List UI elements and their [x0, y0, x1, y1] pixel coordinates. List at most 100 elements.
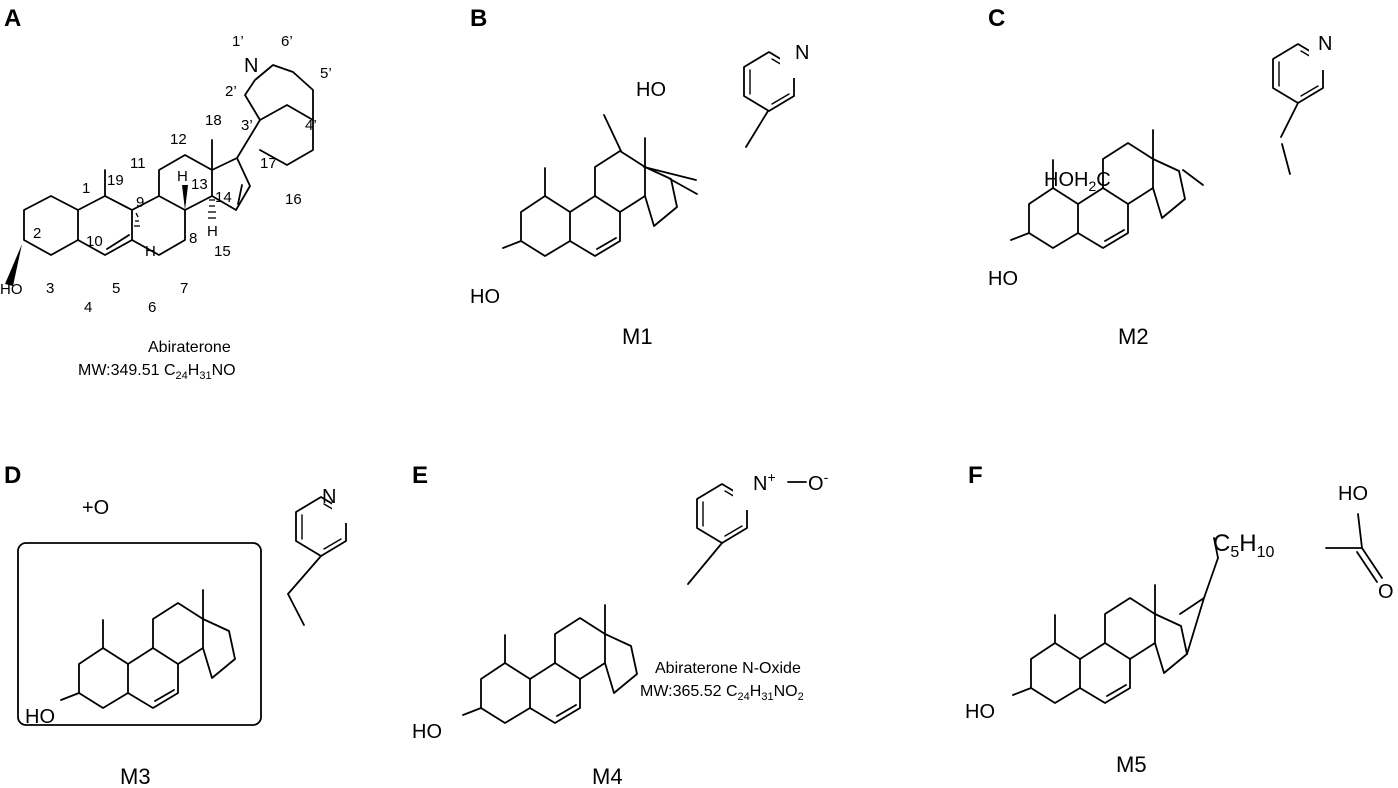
- ring-number: 2: [33, 225, 41, 242]
- panel-a: A N HO H: [0, 5, 332, 382]
- formula-h-sub: 31: [761, 691, 773, 703]
- atom-n-plus: N+: [753, 469, 776, 495]
- ring-numbers: 1 2 3 4 5 6 7 8 9 10 11 12 13 14 15 16 1…: [33, 112, 302, 316]
- atom-o: O: [1378, 581, 1394, 603]
- chain-h-sub: 10: [1257, 544, 1275, 561]
- pyridine-number: 1’: [232, 33, 244, 50]
- chain-c: C: [1213, 530, 1230, 557]
- m3-structure: [60, 496, 355, 709]
- ring-number: 15: [214, 243, 231, 260]
- panel-letter-f: F: [968, 462, 983, 489]
- atom-h-14: H: [207, 223, 218, 240]
- compound-mw-e: MW:365.52 C24H31NO2: [640, 683, 804, 703]
- panel-b: B N HO HO M1: [470, 5, 809, 349]
- formula-rest: NO: [212, 362, 236, 379]
- atom-n: N: [795, 42, 809, 64]
- ring-number: 3: [46, 280, 54, 297]
- minus-charge: -: [824, 469, 829, 485]
- compound-name-a: Abiraterone: [148, 339, 231, 356]
- hoh2c-part: HOH: [1044, 169, 1088, 191]
- formula-n-sub: 2: [798, 691, 804, 703]
- m2-structure: [1010, 43, 1332, 249]
- alkyl-chain-label: C5H10: [1213, 530, 1274, 561]
- modification-box: [17, 542, 262, 726]
- panel-f: F HO HO O C5H10 M5: [965, 462, 1394, 777]
- pyridine-number: 6’: [281, 33, 293, 50]
- atom-n: N: [322, 486, 336, 508]
- compound-caption-b: M1: [622, 324, 653, 349]
- formula-c-sub: 24: [738, 691, 750, 703]
- formula-h: H: [750, 683, 762, 700]
- ring-number: 4: [84, 299, 92, 316]
- mw-value: MW:349.51: [78, 362, 160, 379]
- hoh2c-c: C: [1096, 169, 1110, 191]
- plus-charge: +: [767, 469, 775, 485]
- pyridine-numbers: 1’ 2’ 3’ 4’ 5’ 6’: [225, 33, 332, 134]
- atom-ho-acid: HO: [1338, 483, 1368, 505]
- atom-ho: HO: [988, 268, 1018, 290]
- n-symbol: N: [753, 473, 767, 495]
- panel-letter-b: B: [470, 5, 487, 32]
- atom-n: N: [244, 55, 258, 77]
- panel-letter-a: A: [4, 5, 21, 32]
- m1-structure: [502, 51, 803, 257]
- ring-number: 6: [148, 299, 156, 316]
- chain-c-sub: 5: [1230, 544, 1239, 561]
- atom-ho: HO: [470, 286, 500, 308]
- ring-number: 12: [170, 131, 187, 148]
- compound-caption-e: M4: [592, 764, 623, 788]
- stereo-hashes: [134, 199, 216, 227]
- panel-e: E N+ O- HO Abiraterone N-Oxide MW:365.52…: [412, 462, 829, 788]
- formula-h-sub: 31: [199, 370, 211, 382]
- atom-ho: HO: [25, 706, 55, 728]
- formula-c-sub: 24: [176, 370, 188, 382]
- atom-o-minus: O-: [808, 469, 829, 495]
- ring-number: 14: [215, 189, 232, 206]
- compound-caption-c: M2: [1118, 324, 1149, 349]
- hoh2c-sub: 2: [1088, 178, 1096, 194]
- atom-h-9: H: [145, 243, 156, 260]
- compound-caption-d: M3: [120, 764, 151, 788]
- formula-n: NO: [774, 683, 798, 700]
- ring-number: 5: [112, 280, 120, 297]
- pyridine-number: 4’: [305, 117, 317, 134]
- atom-ho: HO: [412, 721, 442, 743]
- ring-number: 16: [285, 191, 302, 208]
- panel-d: D +O N HO M3: [4, 462, 355, 788]
- compound-mw-a: MW:349.51 C24H31NO: [78, 362, 236, 382]
- panel-letter-e: E: [412, 462, 428, 489]
- pyridine-number: 5’: [320, 65, 332, 82]
- pyridine-number: 2’: [225, 83, 237, 100]
- ring-number: 11: [130, 155, 146, 172]
- ring-number: 1: [82, 180, 90, 197]
- m5-structure: [1012, 513, 1383, 704]
- compound-name-e: Abiraterone N-Oxide: [655, 660, 801, 677]
- m4-structure: [462, 481, 807, 724]
- atom-ho: HO: [0, 281, 23, 298]
- ring-number: 19: [107, 172, 124, 189]
- ring-number: 18: [205, 112, 222, 129]
- formula-c: C: [726, 683, 738, 700]
- panel-letter-d: D: [4, 462, 21, 489]
- ring-number: 17: [260, 155, 277, 172]
- ring-number: 8: [189, 230, 197, 247]
- panel-letter-c: C: [988, 5, 1005, 32]
- pyridine-number: 3’: [241, 117, 253, 134]
- plus-o-label: +O: [82, 497, 109, 519]
- ring-number: 9: [136, 194, 144, 211]
- ring-number: 10: [86, 233, 103, 250]
- formula-h: H: [188, 362, 200, 379]
- o-symbol: O: [808, 473, 824, 495]
- panel-c: C N HO HOH2C M2: [988, 5, 1332, 349]
- ring-number: 7: [180, 280, 188, 297]
- formula-c: C: [164, 362, 176, 379]
- atom-h-8: H: [177, 168, 188, 185]
- mw-value: MW:365.52: [640, 683, 722, 700]
- abiraterone-structure: [5, 64, 314, 286]
- compound-caption-f: M5: [1116, 752, 1147, 777]
- atom-n: N: [1318, 33, 1332, 55]
- atom-ho-top: HO: [636, 79, 666, 101]
- atom-hoh2c: HOH2C: [1044, 169, 1111, 194]
- chain-h: H: [1239, 530, 1256, 557]
